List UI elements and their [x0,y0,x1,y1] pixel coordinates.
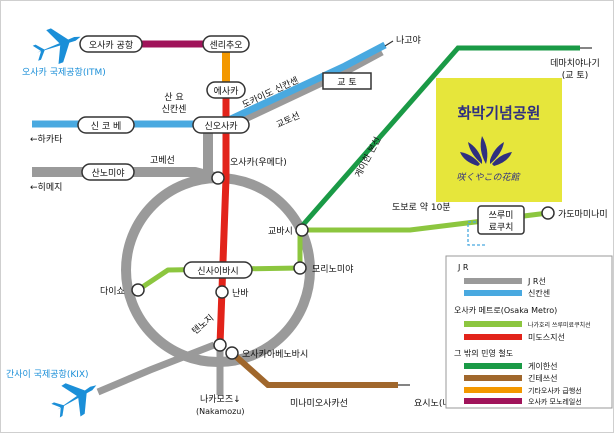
legend-private-header: 그 밖의 민영 철도 [454,348,513,358]
legend-shinkansen: 신칸센 [528,288,550,298]
label-demachiyanagi-2: (교 토) [562,71,588,81]
kix-airport-label: 간사이 국제공항(KIX) [6,369,89,380]
park-logo-script: 咲くやこの花館 [456,172,521,183]
station-label: 신 코 베 [91,121,122,132]
label-sanyo-shinkansen-2: 신칸센 [162,104,187,115]
legend-keihan: 게이한선 [528,361,557,371]
station-label: 교 토 [337,78,356,88]
legend-kita-osaka: 기타오사카 급행선 [528,386,582,395]
station-tennoji-marker[interactable] [213,338,227,352]
label-himeji: ←히메지 [30,182,62,193]
station-label: 쓰루미 [489,210,514,221]
label-osaka-umeda: 오사카(우메다) [230,157,287,168]
legend-jr-line: J R선 [527,277,546,286]
station-shinsaibashi[interactable]: 신사이바시 [183,261,253,279]
legend: J R J R선 신칸센 오사카 메트로(Osaka Metro) 나가호리 쓰… [445,255,613,409]
station-label: 산노미야 [91,168,124,179]
station-kadoma-marker[interactable] [541,206,555,220]
label-minami-osaka-line: 미나미오사카선 [290,398,348,409]
station-sannomiya[interactable]: 산노미야 [81,163,135,181]
lotus-logo-icon [460,136,512,166]
label-morinomiya: 모리노미야 [312,264,353,275]
station-osaka-airport[interactable]: 오사카 공항 [79,35,143,53]
station-label: 신오사카 [204,121,237,132]
nagoya-arrow [384,40,394,47]
label-yoshino: 요시노(나라) [414,398,462,409]
station-abenobashi-marker[interactable] [225,346,239,360]
station-label: 신사이바시 [197,266,238,277]
legend-nagahori: 나가호리 쓰루미료쿠치선 [528,321,591,329]
itm-airport-label: 오사카 국제공항(ITM) [22,67,106,78]
label-taisho: 다이쇼 [100,286,125,297]
label-kadoma: 가도마미나미 [558,209,608,220]
label-sanyo-shinkansen-1: 산 요 [164,92,183,103]
station-kyoto[interactable]: 교 토 [322,72,372,90]
jr-kyoto-line [220,48,384,134]
nagahori-line [136,210,549,293]
label-kobe-line: 고베선 [150,155,175,166]
station-label: 센리추오 [209,40,242,51]
station-label: 료쿠치 [489,221,514,233]
station-morinomiya-marker[interactable] [293,261,307,275]
kintetsu-line [230,350,398,388]
label-nagoya: 나고야 [396,35,421,46]
station-esaka[interactable]: 에사카 [206,81,246,99]
label-nakamozu-2: (Nakamozu) [196,407,244,416]
legend-monorail: 오사카 모노레일선 [528,397,582,406]
station-namba-marker[interactable] [215,285,229,299]
station-tsurumi-ryokuchi[interactable]: 쓰루미 료쿠치 [477,205,525,235]
label-abenobashi: 오사카아베노바시 [242,349,308,360]
jr-kix-line [96,341,216,396]
station-label: 에사카 [214,86,239,97]
station-label: 오사카 공항 [89,40,133,51]
label-kyobashi: 교바시 [268,226,293,237]
label-nakamozu-1: 나카모즈↓ [200,394,241,405]
legend-metro-header: 오사카 메트로(Osaka Metro) [454,306,557,315]
station-kyobashi-marker[interactable] [295,223,309,237]
label-walk: 도보로 약 10분 [392,201,451,213]
airplane-icon [32,28,81,64]
park-card[interactable]: 화박기념공원 咲くやこの花館 [436,78,562,202]
station-shin-osaka[interactable]: 신오사카 [192,116,250,134]
legend-kintetsu: 긴테쓰선 [528,373,557,383]
station-osaka-umeda-marker[interactable] [211,171,225,185]
park-title: 화박기념공원 [458,104,541,122]
legend-midosuji: 미도스지선 [528,333,565,342]
station-taisho-marker[interactable] [131,283,145,297]
label-hakata: ←하카타 [30,134,63,145]
label-demachiyanagi-1: 데마치야나기 [550,57,600,69]
shinkansen-tokaido-line [218,41,387,128]
station-senri-chuo[interactable]: 센리추오 [202,35,250,53]
airplane-icon [51,383,97,418]
label-namba: 난바 [232,288,249,299]
legend-jr-header: J R [457,263,469,272]
walk-path [467,221,486,246]
keihan-line [300,45,580,228]
station-shin-kobe[interactable]: 신 코 베 [77,116,135,134]
